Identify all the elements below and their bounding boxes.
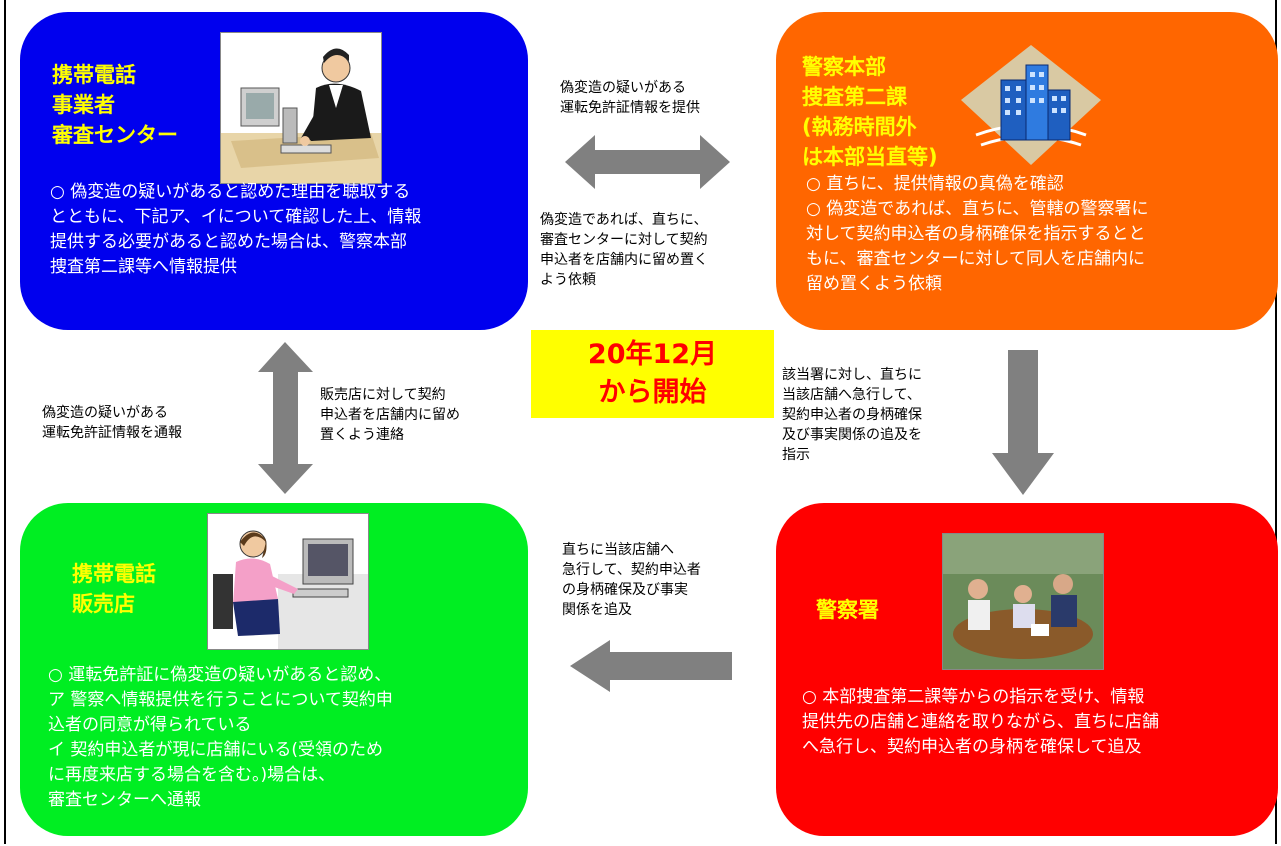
carrier-screening-center-box: 携帯電話 事業者 審査センター ○ 偽変造の疑いがあると認めた理由を聴取する と… [20, 12, 528, 330]
carrier-center-title: 携帯電話 事業者 審査センター [52, 63, 178, 147]
start-date-badge: 20年12月 から開始 [531, 330, 774, 418]
bidirectional-arrow-vertical [258, 342, 313, 494]
mobile-store-box: 携帯電話 販売店 ○ 運転免許証に偽変造の疑いがあると認め、 ア 警察へ情報提供… [20, 503, 528, 836]
police-station-body: ○ 本部捜査第二課等からの指示を受け、情報 提供先の店舗と連絡を取りながら、直ち… [802, 687, 1159, 757]
police-hq-box: 警察本部 捜査第二課 (執務時間外 は本部当直等) ○ 直ちに、提供情報の真偽を… [776, 12, 1278, 330]
label-rush-to-store: 直ちに当該店舗へ 急行して、契約申込者 の身柄確保及び事実 関係を追及 [562, 542, 701, 618]
police-station-title: 警察署 [816, 598, 879, 622]
office-worker-on-phone-illustration [220, 32, 382, 184]
down-arrow [992, 350, 1054, 495]
woman-at-computer-illustration [207, 513, 369, 650]
label-provide-license-info: 偽変造の疑いがある 運転免許証情報を提供 [560, 80, 700, 116]
left-arrow [570, 640, 732, 692]
bidirectional-arrow-horizontal [565, 135, 730, 189]
store-body: ○ 運転免許証に偽変造の疑いがあると認め、 ア 警察へ情報提供を行うことについて… [48, 665, 393, 810]
police-hq-body: ○ 直ちに、提供情報の真偽を確認 ○ 偽変造であれば、直ちに、管轄の警察署に 対… [806, 174, 1149, 294]
label-contact-store: 販売店に対して契約 申込者を店舗内に留め 置くよう連絡 [320, 387, 460, 443]
page-frame [4, 0, 1277, 844]
office-buildings-illustration [956, 40, 1106, 175]
label-request-hold-applicant: 偽変造であれば、直ちに、 審査センターに対して契約 申込者を店舗内に留め置く よ… [540, 212, 708, 288]
carrier-center-body: ○ 偽変造の疑いがあると認めた理由を聴取する とともに、下記ア、イについて確認し… [50, 182, 422, 277]
police-station-box: 警察署 ○ 本部捜査第二課等からの指示を受け、情報 提供先の店舗と連絡を取りなが… [776, 503, 1278, 836]
store-title: 携帯電話 販売店 [72, 562, 156, 616]
meeting-photo [942, 533, 1104, 670]
label-instruct-station: 該当署に対し、直ちに 当該店舗へ急行して、 契約申込者の身柄確保 及び事実関係の… [782, 367, 922, 463]
label-report-license-info: 偽変造の疑いがある 運転免許証情報を通報 [42, 405, 182, 441]
police-hq-title: 警察本部 捜査第二課 (執務時間外 は本部当直等) [802, 55, 938, 169]
